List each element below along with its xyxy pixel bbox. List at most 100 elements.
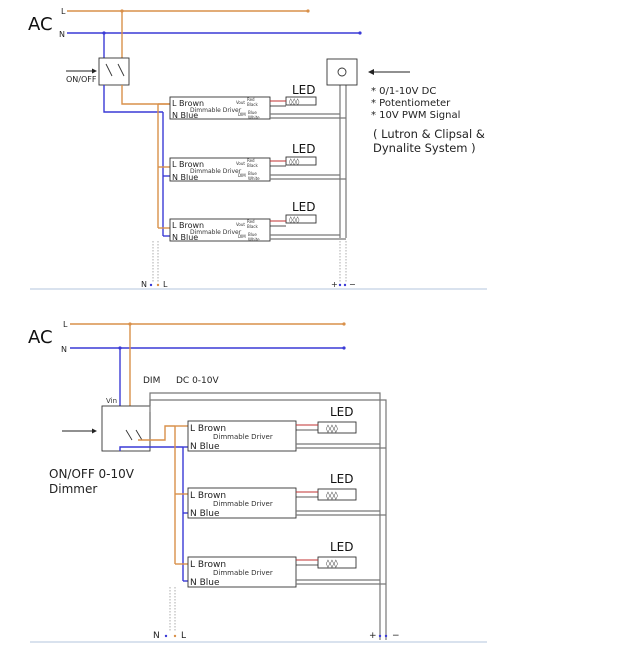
bottom-dimmer-l-out bbox=[138, 425, 175, 441]
bottom-bottom-n-dot bbox=[164, 634, 168, 638]
bottom-led-1: LED ◊◊◊ bbox=[317, 405, 357, 434]
top-driver-2-black: Black bbox=[247, 163, 259, 168]
top-driver-1-black: Black bbox=[247, 102, 259, 107]
top-controller bbox=[326, 58, 358, 86]
svg-text:◊◊◊: ◊◊◊ bbox=[326, 491, 338, 500]
top-driver-1-white: White bbox=[248, 115, 260, 120]
top-led-1-label: LED bbox=[292, 83, 316, 97]
top-note-2: * Potentiometer bbox=[371, 98, 451, 109]
top-driver-3-red: Red bbox=[247, 219, 255, 224]
top-led-3: LED ◊◊◊ bbox=[285, 200, 317, 224]
bottom-line-l-label: L bbox=[63, 320, 68, 329]
top-switch bbox=[98, 57, 130, 86]
top-line-l-label: L bbox=[61, 7, 66, 16]
top-note-3: * 10V PWM Signal bbox=[371, 110, 460, 121]
bottom-diagram: AC L N Vin ON/OFF 0-10V Dimmer DIM DC 0-… bbox=[28, 320, 487, 643]
bottom-l-line-end bbox=[342, 322, 346, 326]
top-bottom-plus-dot bbox=[338, 283, 342, 287]
top-bottom-plus: + bbox=[331, 280, 338, 289]
top-systems-line-2: Dynalite System ) bbox=[373, 141, 476, 155]
top-driver-1-vout: Vout bbox=[236, 100, 245, 105]
top-bottom-minus-dot bbox=[343, 283, 347, 287]
top-line-n-label: N bbox=[59, 30, 65, 39]
bottom-driver-3-l-label: L Brown bbox=[190, 560, 226, 570]
top-switch-n-out bbox=[103, 85, 163, 113]
top-driver-3-title: Dimmable Driver bbox=[190, 229, 242, 236]
top-bottom-n: N bbox=[141, 280, 147, 289]
top-switch-blade-2 bbox=[117, 63, 125, 77]
top-bottom-l-dot bbox=[156, 283, 160, 287]
svg-text:◊◊◊: ◊◊◊ bbox=[289, 158, 300, 166]
bottom-led-2-label: LED bbox=[330, 472, 354, 486]
top-switch-l-out bbox=[121, 85, 170, 105]
top-note-1: * 0/1-10V DC bbox=[371, 86, 436, 97]
bottom-driver-3: L Brown Dimmable Driver N Blue bbox=[187, 556, 297, 588]
top-driver-1-red: Red bbox=[247, 97, 255, 102]
svg-text:◊◊◊: ◊◊◊ bbox=[289, 216, 300, 224]
bottom-driver-2: L Brown Dimmable Driver N Blue bbox=[187, 487, 297, 519]
bottom-bottom-minus-dot bbox=[384, 634, 388, 638]
bottom-driver-2-title: Dimmable Driver bbox=[213, 500, 273, 508]
top-driver-1-blue: Blue bbox=[248, 110, 257, 115]
top-driver-2-vout: Vout bbox=[236, 161, 245, 166]
top-controller-knob bbox=[337, 67, 347, 77]
bottom-bottom-l-dot bbox=[173, 634, 177, 638]
top-driver-3: L Brown Dimmable Driver N Blue Vout Red … bbox=[169, 218, 271, 242]
top-driver-1-dim: DIM bbox=[238, 112, 246, 117]
bottom-line-n-label: N bbox=[61, 345, 67, 354]
top-bottom-minus: − bbox=[349, 280, 356, 289]
top-switch-blade-1 bbox=[105, 63, 113, 77]
bottom-driver-1-n-label: N Blue bbox=[190, 442, 220, 452]
top-driver-2-blue: Blue bbox=[248, 171, 257, 176]
bottom-driver-2-n-label: N Blue bbox=[190, 509, 220, 519]
bottom-bottom-minus: − bbox=[392, 631, 400, 641]
bottom-dimmer-line-1: ON/OFF 0-10V bbox=[49, 467, 135, 481]
top-driver-3-l-label: L Brown bbox=[172, 221, 204, 230]
svg-text:◊◊◊: ◊◊◊ bbox=[289, 98, 300, 106]
top-controller-arrowhead bbox=[368, 69, 374, 75]
top-driver-3-vout: Vout bbox=[236, 222, 245, 227]
top-switch-arrowhead bbox=[92, 68, 97, 74]
bottom-dimmer-n-out bbox=[119, 446, 183, 451]
bottom-dimmer-line-2: Dimmer bbox=[49, 482, 97, 496]
bottom-bottom-plus: + bbox=[369, 631, 377, 641]
bottom-dimmer-arrowhead bbox=[92, 428, 97, 434]
top-systems-line-1: ( Lutron & Clipsal & bbox=[373, 127, 485, 141]
top-driver-1-l-label: L Brown bbox=[172, 99, 204, 108]
top-bottom-l: L bbox=[163, 280, 168, 289]
bottom-led-2: LED ◊◊◊ bbox=[317, 472, 357, 501]
svg-text:◊◊◊: ◊◊◊ bbox=[326, 424, 338, 433]
bottom-led-3-label: LED bbox=[330, 540, 354, 554]
top-n-line-end bbox=[358, 31, 362, 35]
bottom-led-3: LED ◊◊◊ bbox=[317, 540, 357, 569]
bottom-driver-2-l-label: L Brown bbox=[190, 491, 226, 501]
top-driver-2-red: Red bbox=[247, 158, 255, 163]
top-ac-label: AC bbox=[28, 14, 53, 35]
top-driver-3-dim: DIM bbox=[238, 234, 246, 239]
bottom-bottom-n: N bbox=[153, 631, 160, 641]
bottom-ac-label: AC bbox=[28, 327, 53, 348]
bottom-vin-label: Vin bbox=[106, 397, 117, 405]
bottom-driver-3-title: Dimmable Driver bbox=[213, 569, 273, 577]
top-l-line-end bbox=[306, 9, 310, 13]
top-led-2-label: LED bbox=[292, 142, 316, 156]
top-switch-label: ON/OFF bbox=[66, 75, 97, 84]
top-driver-1: L Brown Dimmable Driver N Blue Vout Red … bbox=[169, 96, 271, 120]
bottom-dimmer-blade-2 bbox=[135, 429, 143, 441]
top-led-1: LED ◊◊◊ bbox=[285, 83, 317, 106]
top-driver-2-l-label: L Brown bbox=[172, 160, 204, 169]
bottom-dc-minus-loop bbox=[149, 399, 387, 640]
top-led-3-label: LED bbox=[292, 200, 316, 214]
top-driver-1-n-label: N Blue bbox=[172, 111, 198, 120]
top-driver-3-black: Black bbox=[247, 224, 259, 229]
bottom-driver-1-l-label: L Brown bbox=[190, 424, 226, 434]
bottom-driver-1-title: Dimmable Driver bbox=[213, 433, 273, 441]
bottom-dimmer bbox=[101, 405, 151, 452]
top-driver-2-dim: DIM bbox=[238, 173, 246, 178]
bottom-bottom-l: L bbox=[181, 631, 186, 641]
bottom-driver-3-n-label: N Blue bbox=[190, 578, 220, 588]
bottom-n-line-end bbox=[342, 346, 346, 350]
bottom-dc-label: DC 0-10V bbox=[176, 376, 220, 386]
